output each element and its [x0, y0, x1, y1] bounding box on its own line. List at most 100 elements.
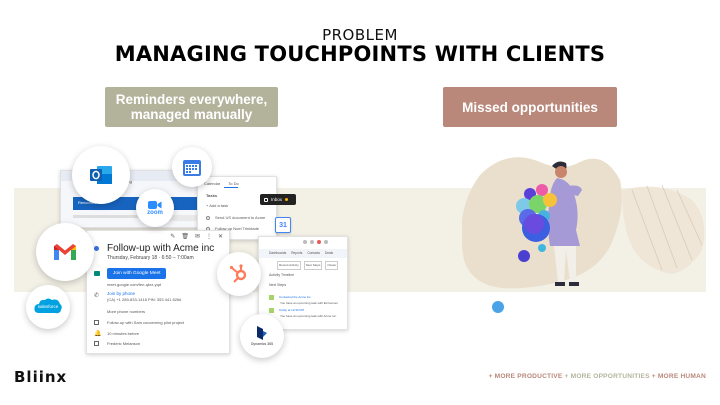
- edit-icon[interactable]: ✎: [170, 234, 176, 240]
- crm-filter[interactable]: Owner: [325, 261, 339, 270]
- crm-entry-sub: You have an upcoming task with Ed Gomez: [280, 301, 338, 305]
- dynamics-logo: Dynamics 365: [240, 314, 284, 358]
- delete-icon[interactable]: 🗑: [181, 234, 189, 240]
- crm-entry-icon: [269, 308, 274, 313]
- toolbar-icon[interactable]: [317, 240, 321, 244]
- slide-title: MANAGING TOUCHPOINTS WITH CLIENTS: [114, 42, 606, 66]
- meet-link[interactable]: meet.google.com/fen-qkrz-yqd: [107, 282, 162, 287]
- dynamics-365-icon: [257, 326, 267, 340]
- hubspot-logo: [217, 252, 261, 296]
- more-phones-link[interactable]: More phone numbers: [107, 309, 146, 314]
- person-head: [555, 166, 567, 178]
- event-datetime: Thursday, February 18 · 6:50 – 7:00am: [107, 255, 194, 261]
- event-card-actions: ✎ 🗑 ✉ ⋮ ✕: [170, 233, 223, 240]
- bell-icon: 🔔: [94, 331, 102, 337]
- reminders-pill-line2: managed manually: [130, 107, 253, 122]
- dynamics-wordmark: Dynamics 365: [250, 342, 274, 346]
- crm-nav: Dashboards Reports Contacts Deals: [259, 249, 347, 258]
- zoom-wordmark: zoom: [147, 210, 163, 216]
- gmail-icon: [54, 244, 76, 260]
- more-icon[interactable]: ⋮: [205, 234, 212, 240]
- person-shoe: [569, 282, 579, 286]
- ball: [536, 184, 548, 196]
- bell-icon: [264, 197, 268, 202]
- crm-toolbar-icons: [303, 240, 328, 244]
- ball: [538, 244, 546, 252]
- crm-entry-icon: [269, 295, 274, 300]
- person-shoe: [555, 282, 565, 286]
- mail-icon[interactable]: ✉: [194, 234, 200, 240]
- tab-underline: [224, 187, 238, 188]
- crm-nav-item[interactable]: Reports: [291, 251, 303, 255]
- toolbar-icon[interactable]: [303, 240, 307, 244]
- crm-nav-item[interactable]: Dashboards: [269, 251, 287, 255]
- meet-icon: [94, 271, 100, 276]
- task-checkbox-icon[interactable]: [206, 215, 210, 220]
- email-lines: [73, 215, 168, 218]
- calendar-31-icon: 31: [279, 221, 287, 229]
- phone-icon: ✆: [94, 293, 100, 299]
- email-card-header: [61, 171, 199, 181]
- event-organizer: Frederic Melanson: [107, 341, 141, 346]
- tasks-panel: Calendar To Do Tasks + Add a task Send U…: [197, 176, 277, 240]
- toolbar-icon[interactable]: [310, 240, 314, 244]
- hubspot-icon: [229, 264, 247, 283]
- task-label: Send US document to Acme: [215, 215, 266, 220]
- join-by-phone-link[interactable]: Join by phone: [107, 291, 136, 296]
- calendar-31-badge: 31: [275, 217, 291, 233]
- crm-entry[interactable]: Contacted the Acme inc.: [269, 295, 312, 300]
- close-icon[interactable]: ✕: [217, 234, 223, 240]
- notes-icon: [94, 320, 99, 325]
- phone-number: (CA) +1 289-833-1416 PIN: 353 441 826#: [107, 297, 182, 302]
- event-card: ✎ 🗑 ✉ ⋮ ✕ Follow-up with Acme inc Thursd…: [86, 230, 230, 354]
- bliinx-logo: Bliinx: [14, 368, 68, 386]
- google-calendar-icon: [183, 160, 201, 176]
- outlook-icon: [90, 166, 112, 184]
- toolbar-icon[interactable]: [324, 240, 328, 244]
- crm-entry[interactable]: Today at 12:30 PM: [269, 308, 304, 313]
- person-body: [548, 178, 580, 246]
- crm-nav-item[interactable]: Deals: [324, 251, 334, 255]
- crm-filter[interactable]: Recent Activity: [277, 261, 301, 270]
- event-title: Follow-up with Acme inc: [107, 243, 215, 254]
- crm-nav-item[interactable]: Contacts: [307, 251, 320, 255]
- salesforce-logo: salesforce: [26, 285, 70, 329]
- tagline-productive: + MORE PRODUCTIVE: [488, 373, 563, 380]
- tab-todo[interactable]: To Do: [228, 181, 239, 186]
- tagline-opportunities: + MORE OPPORTUNITIES: [564, 373, 650, 380]
- section-kicker: PROBLEM: [322, 26, 398, 44]
- missed-opportunities-illustration: [462, 157, 705, 313]
- ball: [529, 195, 547, 213]
- ball: [543, 193, 557, 207]
- person-arm: [566, 185, 582, 196]
- calendar-small-icon: [94, 341, 99, 346]
- crm-panel: Dashboards Reports Contacts Deals Recent…: [258, 236, 348, 330]
- tagline-human: + MORE HUMAN: [651, 373, 706, 380]
- tagline: + MORE PRODUCTIVE + MORE OPPORTUNITIES +…: [489, 373, 706, 380]
- event-description: Follow-up with Sam concerning pilot proj…: [107, 320, 185, 325]
- task-item[interactable]: Send US document to Acme: [206, 215, 265, 220]
- task-label: Follow up Noel Trinidade: [215, 226, 260, 231]
- salesforce-wordmark: salesforce: [37, 304, 59, 309]
- crm-entry-text: Contacted the Acme inc.: [279, 295, 312, 299]
- crm-filter[interactable]: Next Steps: [303, 261, 323, 270]
- crm-entry-text: Today at 12:30 PM: [279, 308, 305, 312]
- person-legs: [554, 246, 576, 282]
- crm-filters: Recent Activity Next Steps Owner: [277, 261, 339, 270]
- email-heading: Rencontre: [78, 200, 97, 205]
- tasks-heading: Tasks: [206, 193, 218, 198]
- event-color-icon: [94, 246, 99, 251]
- event-reminder: 10 minutes before: [107, 331, 140, 336]
- outlook-logo: [72, 146, 130, 204]
- zoom-logo: zoom: [136, 189, 174, 227]
- ball: [518, 250, 530, 262]
- tab-calendar[interactable]: Calendar: [204, 181, 221, 186]
- crm-section-activity: Activity Timeline: [269, 273, 295, 277]
- email-lines-2: [169, 215, 197, 221]
- join-meet-button[interactable]: Join with Google Meet: [107, 268, 167, 279]
- google-calendar-logo: [172, 147, 212, 187]
- add-task-button[interactable]: + Add a task: [206, 203, 229, 208]
- hatch-lines: [631, 184, 703, 271]
- zoom-icon: [148, 201, 162, 209]
- inbox-badge[interactable]: Inbox: [260, 194, 296, 205]
